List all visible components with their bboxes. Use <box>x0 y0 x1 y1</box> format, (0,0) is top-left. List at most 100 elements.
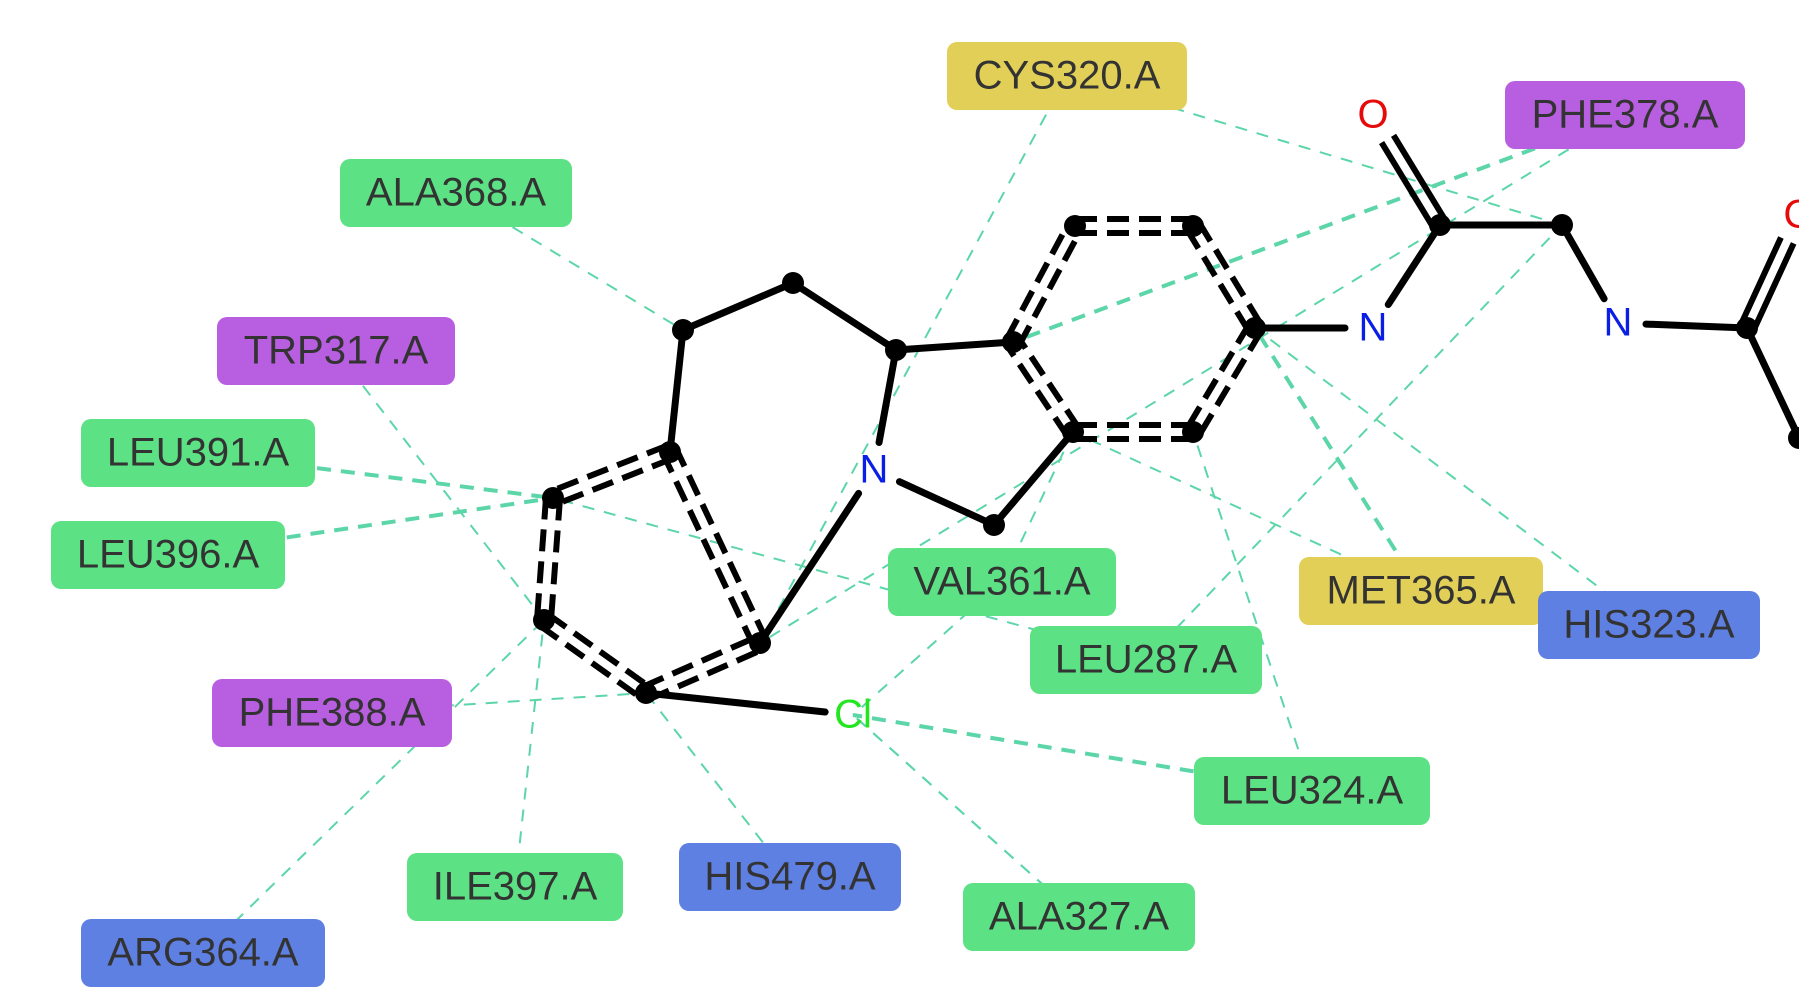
atom-label-a22: N <box>1604 301 1633 345</box>
bond-a23-a24 <box>1737 236 1797 333</box>
residue-label-text: ILE397.A <box>433 865 598 909</box>
residue-badge <box>81 419 315 487</box>
residue-label-text: PHE388.A <box>239 691 426 735</box>
contact-line-met365-10 <box>1253 326 1423 593</box>
contact-line-leu324-17 <box>1192 431 1313 792</box>
atom-a19 <box>1429 214 1451 236</box>
contact-line-his479-18 <box>645 692 791 878</box>
atom-a13 <box>1062 421 1084 443</box>
residue-badge <box>407 853 623 921</box>
residue-leu391: LEU391.A <box>81 419 315 487</box>
residue-leu287: LEU287.A <box>1030 626 1262 694</box>
atom-a10 <box>749 632 771 654</box>
bond-a16-a17 <box>1184 322 1264 438</box>
residue-his479: HIS479.A <box>679 843 901 911</box>
residue-label-text: ARG364.A <box>107 931 299 975</box>
residue-ala327: ALA327.A <box>963 883 1195 951</box>
bond-a9-a10 <box>641 633 765 703</box>
bond-a23-a25 <box>1743 324 1799 442</box>
atom-a7 <box>542 487 564 509</box>
residue-badge <box>1299 557 1543 625</box>
residue-val361: VAL361.A <box>888 548 1116 616</box>
contact-line-met365-11 <box>1072 431 1422 592</box>
atom-label-a11: Cl <box>834 693 872 737</box>
bond-a18-a19 <box>1384 221 1444 309</box>
residue-badge <box>340 159 572 227</box>
residue-ile397: ILE397.A <box>407 853 623 921</box>
atom-a14 <box>1064 215 1086 237</box>
bond-a5-a13 <box>990 428 1077 529</box>
atom-a1 <box>672 319 694 341</box>
atom-label-a4: N <box>860 448 889 492</box>
contact-line-arg364-22 <box>202 619 545 954</box>
residue-his323: HIS323.A <box>1538 591 1760 659</box>
contact-line-leu287-13 <box>552 497 1147 661</box>
residue-leu324: LEU324.A <box>1194 757 1430 825</box>
atom-label-a24: O <box>1783 193 1799 237</box>
bond-a6-a7 <box>549 442 674 508</box>
residue-label-text: ALA368.A <box>366 171 546 215</box>
residue-label-text: CYS320.A <box>974 54 1161 98</box>
residue-leu396: LEU396.A <box>51 521 285 589</box>
residue-badge <box>212 679 452 747</box>
residue-labels: CYS320.A PHE378.A ALA368.A TRP317.A LEU391.A… <box>51 42 1760 987</box>
residue-phe378: PHE378.A <box>1505 81 1745 149</box>
residue-badge <box>1194 757 1430 825</box>
residue-label-text: MET365.A <box>1327 569 1516 613</box>
residue-label-text: LEU324.A <box>1221 769 1404 813</box>
bond-a12-a14 <box>1004 221 1084 347</box>
bond-a22-a23 <box>1642 320 1751 332</box>
bond-a1-a6 <box>666 326 687 456</box>
atom-a23 <box>1736 317 1758 339</box>
atom-a21 <box>1551 214 1573 236</box>
residue-badge <box>1538 591 1760 659</box>
residue-badge <box>679 843 901 911</box>
contact-line-his323-12 <box>1254 327 1650 626</box>
atom-a3 <box>885 339 907 361</box>
residue-badge <box>81 919 325 987</box>
residue-label-text: TRP317.A <box>244 329 429 373</box>
atom-label-a20: O <box>1357 93 1388 137</box>
bond-a3-a4 <box>875 346 900 446</box>
atom-a25 <box>1788 427 1799 449</box>
residue-cys320: CYS320.A <box>947 42 1187 110</box>
residue-phe388: PHE388.A <box>212 679 452 747</box>
atom-a15 <box>1182 215 1204 237</box>
bond-a19-a20 <box>1379 133 1449 231</box>
atom-a6 <box>659 441 681 463</box>
residue-label-text: HIS323.A <box>1563 603 1735 647</box>
residue-label-text: LEU287.A <box>1055 638 1238 682</box>
bond-a17-a13 <box>1073 422 1193 442</box>
bond-a3-a12 <box>892 338 1017 354</box>
residue-ala368: ALA368.A <box>340 159 572 227</box>
bond-a7-a8 <box>534 497 563 621</box>
atom-label-a18: N <box>1359 306 1388 350</box>
atom-a2 <box>782 272 804 294</box>
atom-a17 <box>1182 421 1204 443</box>
residue-label-text: LEU391.A <box>107 431 290 475</box>
residue-arg364: ARG364.A <box>81 919 325 987</box>
contact-line-cys320-0 <box>759 75 1068 644</box>
ligand-bonds <box>534 133 1799 716</box>
bond-a8-a9 <box>538 611 652 702</box>
bond-a10-a6 <box>660 447 770 648</box>
residue-label-text: VAL361.A <box>913 560 1090 604</box>
atom-a16 <box>1244 317 1266 339</box>
bond-a21-a22 <box>1558 221 1608 303</box>
bond-a4-a10 <box>756 489 863 647</box>
bond-a9-a11 <box>642 689 829 716</box>
residue-label-text: LEU396.A <box>77 533 260 577</box>
bond-a15-a16 <box>1184 220 1264 334</box>
residue-label-text: HIS479.A <box>704 855 876 899</box>
contact-line-leu396-7 <box>167 496 554 557</box>
atom-a12 <box>1002 331 1024 353</box>
bond-a1-a2 <box>679 279 797 334</box>
residue-badge <box>963 883 1195 951</box>
residue-met365: MET365.A <box>1299 557 1543 625</box>
bond-a14-a15 <box>1075 216 1193 236</box>
residue-badge <box>888 548 1116 616</box>
contact-line-ile397-21 <box>514 619 545 888</box>
residue-badge <box>51 521 285 589</box>
residue-badge <box>1505 81 1745 149</box>
